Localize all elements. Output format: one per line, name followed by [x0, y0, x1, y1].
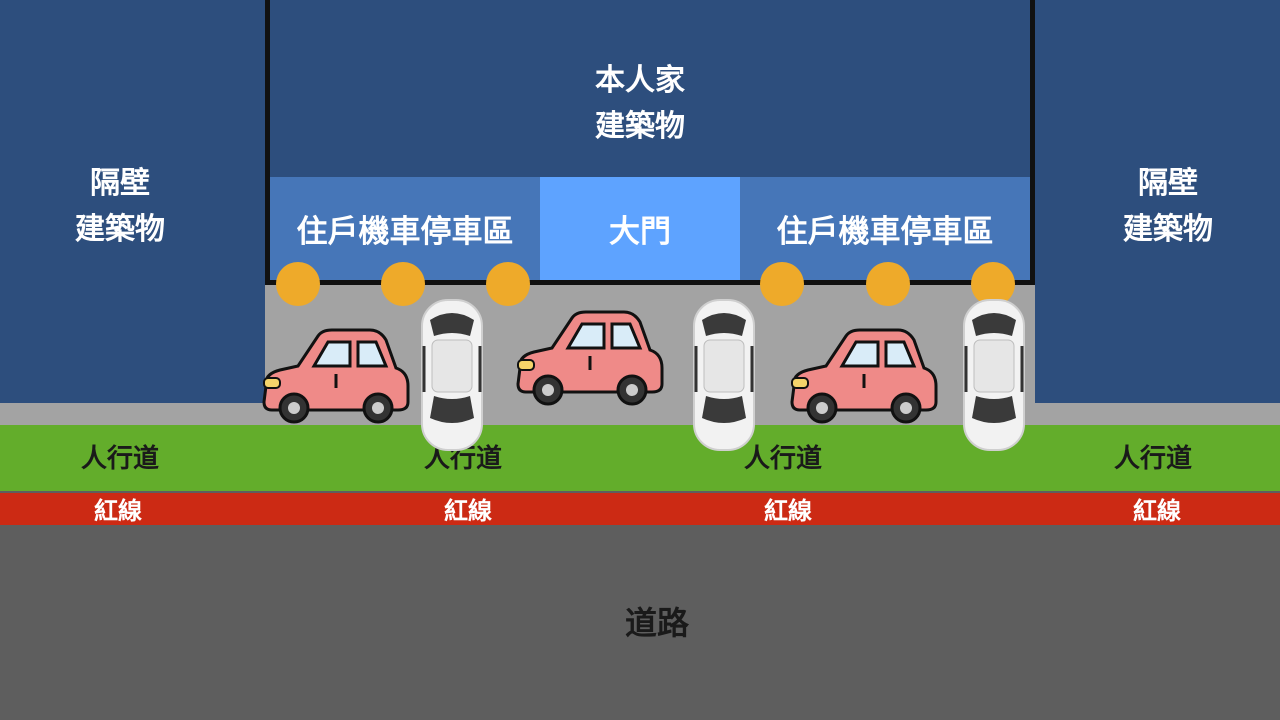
red-line-label: 紅線: [94, 497, 142, 525]
white-car-topdown-icon: [421, 299, 483, 451]
red-line-label: 紅線: [764, 497, 812, 525]
neighbor-left-label: 隔壁 建築物: [20, 161, 220, 253]
red-line-label: 紅線: [1133, 497, 1181, 525]
sidewalk-label: 人行道: [80, 444, 159, 474]
road-label: 道路: [624, 604, 689, 642]
red-line: [0, 493, 1280, 525]
bollard-icon: [381, 262, 425, 306]
neighbor-building-right: [1035, 0, 1280, 405]
sidewalk-label: 人行道: [1113, 444, 1192, 474]
neighbor-building-left: [0, 0, 265, 405]
pink-car-icon: [790, 328, 938, 424]
bollard-icon: [866, 262, 910, 306]
neighbor-right-label: 隔壁 建築物: [1068, 161, 1268, 253]
sidewalk-label: 人行道: [743, 444, 822, 474]
bollard-icon: [276, 262, 320, 306]
neighbor-left-line2: 建築物: [75, 212, 165, 247]
white-car-topdown-icon: [693, 299, 755, 451]
pink-car-icon: [262, 328, 410, 424]
gate: 大門: [540, 177, 740, 280]
bollard-icon: [971, 262, 1015, 306]
neighbor-right-line2: 建築物: [1123, 212, 1213, 247]
parking-zone-left-label: 住戶機車停車區: [296, 214, 514, 250]
main-building-label: 本人家 建築物: [540, 58, 740, 150]
bollard-icon: [486, 262, 530, 306]
red-line-label: 紅線: [444, 497, 492, 525]
gate-label: 大門: [609, 214, 671, 250]
main-building-line2: 建築物: [595, 109, 685, 144]
neighbor-left-line1: 隔壁: [90, 166, 150, 201]
sidewalk: [0, 425, 1280, 491]
bollard-icon: [760, 262, 804, 306]
white-car-topdown-icon: [963, 299, 1025, 451]
parking-zone-right-label: 住戶機車停車區: [776, 214, 994, 250]
main-building-line1: 本人家: [595, 63, 685, 98]
neighbor-right-line1: 隔壁: [1138, 166, 1198, 201]
pink-car-icon: [516, 310, 664, 406]
